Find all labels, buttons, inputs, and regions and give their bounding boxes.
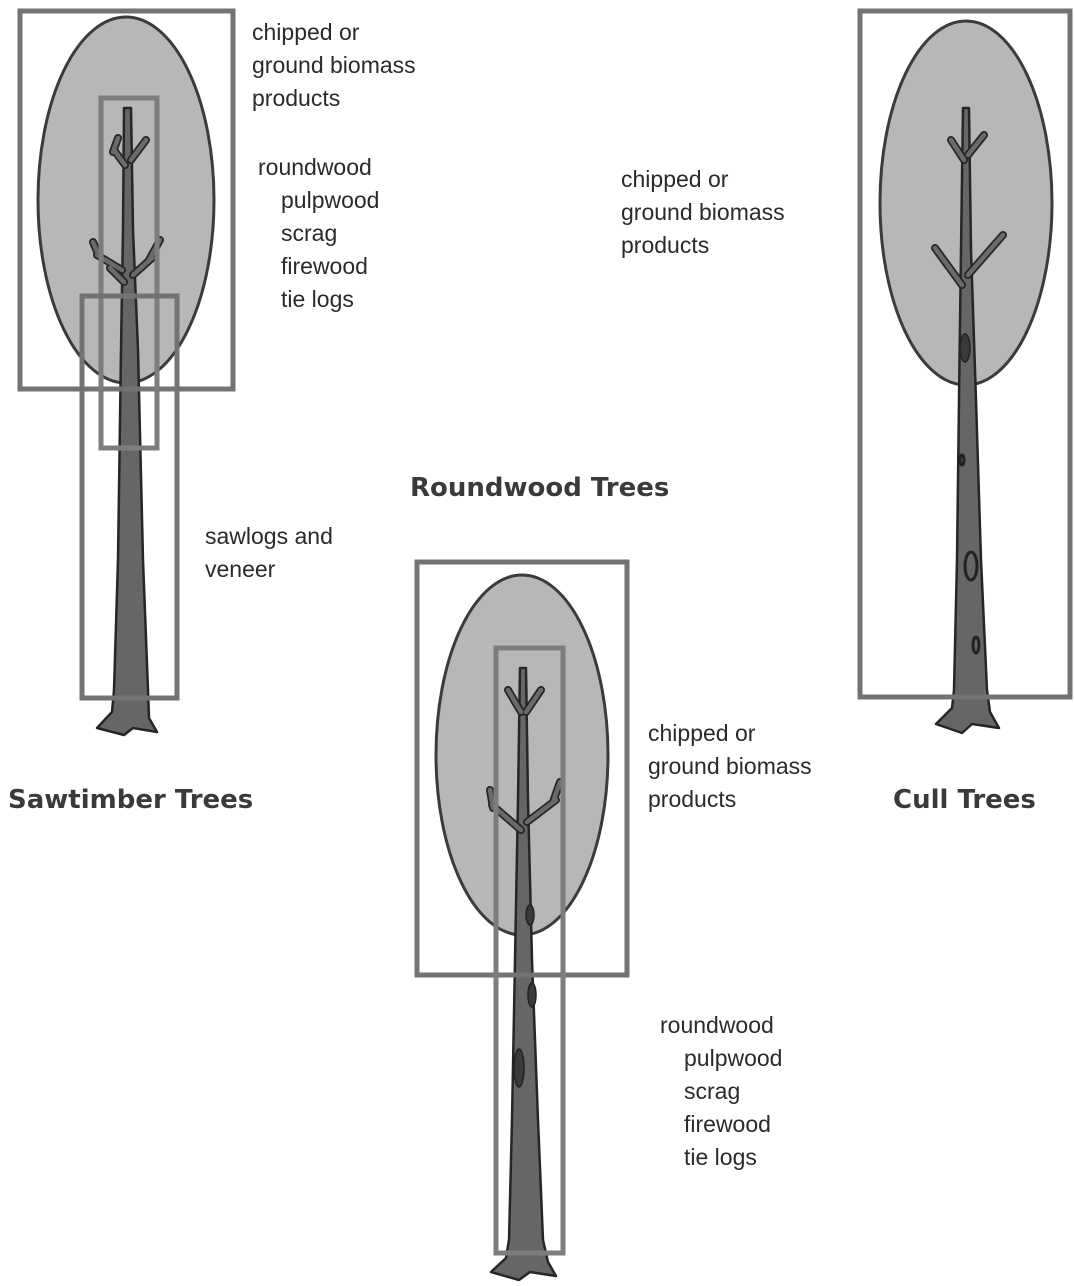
- roundwood-knot: [526, 905, 534, 925]
- sawtimber-top-label: chipped or ground biomass products: [252, 19, 422, 111]
- roundwood-title: Roundwood Trees: [410, 473, 669, 503]
- sawtimber-bottom-label: sawlogs and veneer: [205, 523, 339, 582]
- roundwood-knot: [528, 983, 536, 1007]
- roundwood-knot: [514, 1049, 524, 1087]
- sawtimber-tree: [20, 11, 233, 735]
- sawtimber-mid-label: roundwood pulpwood scrag firewood tie lo…: [258, 154, 386, 312]
- cull-knot: [960, 334, 970, 362]
- cull-label: chipped or ground biomass products: [621, 166, 791, 258]
- roundwood-bottom-label: roundwood pulpwood scrag firewood tie lo…: [660, 1012, 789, 1170]
- cull-title: Cull Trees: [893, 785, 1036, 815]
- roundwood-top-label: chipped or ground biomass products: [648, 720, 818, 812]
- cull-tree: [860, 11, 1070, 733]
- roundwood-tree: [417, 562, 627, 1280]
- sawtimber-title: Sawtimber Trees: [8, 785, 253, 815]
